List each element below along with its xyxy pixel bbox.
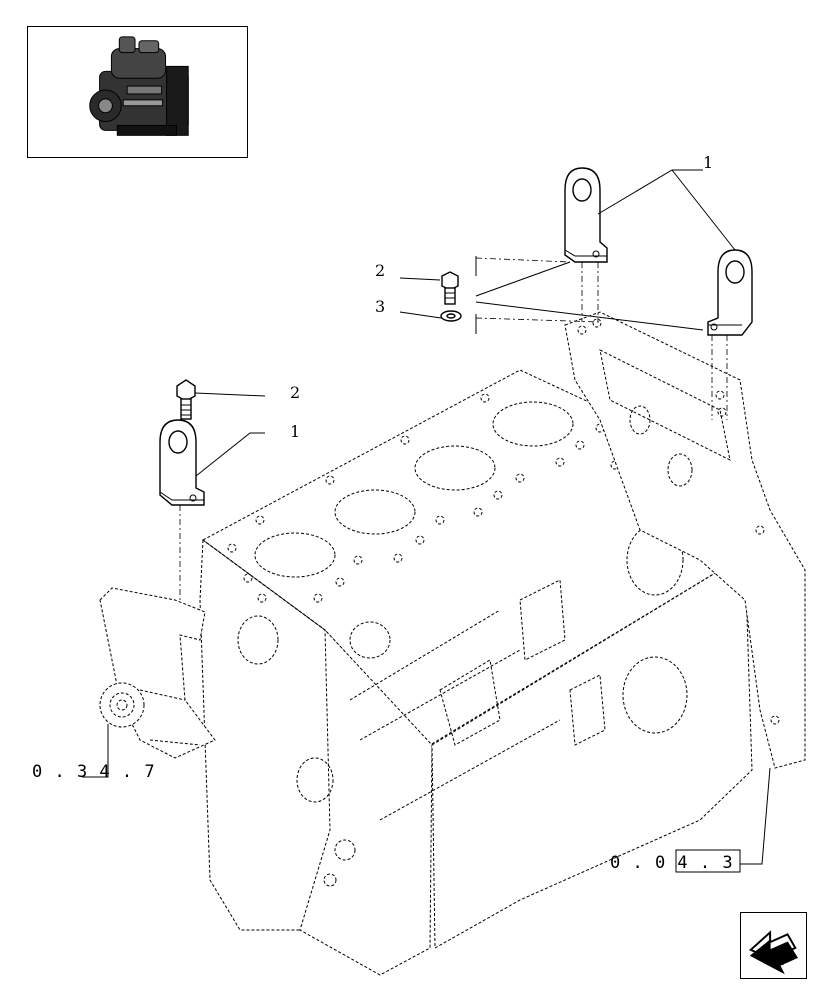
rear-plate — [564, 311, 806, 769]
washer-top — [440, 310, 462, 322]
reference-water-pump[interactable]: 0 . 3 4 . 7 — [32, 762, 156, 782]
previous-page-button[interactable] — [740, 912, 807, 979]
callout-1-left: 1 — [290, 422, 300, 441]
reference-rear-plate[interactable]: 0 . 0 4 . 3 — [610, 853, 734, 873]
water-pump-assembly — [99, 587, 216, 759]
engine-block — [199, 369, 753, 976]
previous-page-arrow-icon — [748, 930, 798, 975]
engine-thumbnail — [27, 26, 248, 158]
bolt-top — [441, 271, 459, 305]
leader-lines — [82, 169, 771, 873]
lifting-bracket-top-right — [707, 249, 753, 336]
bolt-left — [176, 379, 196, 420]
callout-3-top: 3 — [375, 297, 385, 316]
lifting-bracket-left — [159, 419, 205, 506]
callout-2-left: 2 — [290, 383, 300, 402]
callout-2-top: 2 — [375, 261, 385, 280]
cylinder-bores — [254, 401, 574, 578]
assembly-centerlines — [179, 257, 728, 600]
lifting-bracket-top-left — [564, 167, 608, 263]
callout-1-top: 1 — [703, 153, 713, 172]
engine-thumbnail-icon — [89, 36, 189, 136]
